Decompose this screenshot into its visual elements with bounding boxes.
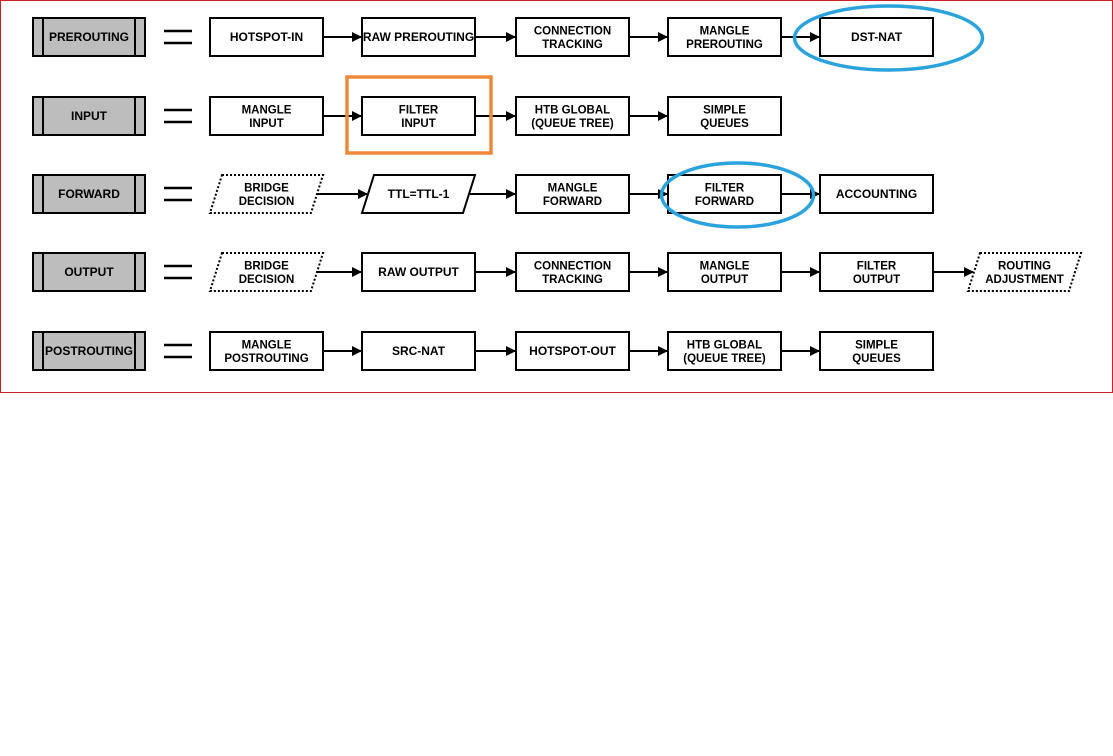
step-box [515, 174, 630, 214]
step-raw-prerouting: RAW PREROUTING [361, 17, 476, 57]
step-box [819, 252, 934, 292]
chain-block-input: INPUT [32, 96, 146, 136]
step-htb-global-queue-tree: HTB GLOBAL(QUEUE TREE) [515, 96, 630, 136]
step-parallelogram [360, 174, 477, 214]
step-label: HOTSPOT-IN [230, 30, 303, 44]
step-raw-output: RAW OUTPUT [361, 252, 476, 292]
step-label: HTB GLOBAL(QUEUE TREE) [683, 339, 766, 365]
step-htb-global-queue-tree: HTB GLOBAL(QUEUE TREE) [667, 331, 782, 371]
chain-block-bg [32, 17, 146, 57]
step-box [515, 17, 630, 57]
decision-parallelogram [966, 252, 1083, 292]
chain-block-postrouting: POSTROUTING [32, 331, 146, 371]
step-box [515, 331, 630, 371]
step-box [361, 252, 476, 292]
step-label: HOTSPOT-OUT [529, 344, 616, 358]
step-box [515, 252, 630, 292]
step-label: HTB GLOBAL(QUEUE TREE) [531, 104, 614, 130]
step-accounting: ACCOUNTING [819, 174, 934, 214]
step-label: ACCOUNTING [836, 187, 917, 201]
decision-parallelogram [208, 252, 325, 292]
step-box [667, 17, 782, 57]
chain-block-bg [32, 174, 146, 214]
chain-block-prerouting: PREROUTING [32, 17, 146, 57]
step-label: RAW OUTPUT [378, 265, 459, 279]
chain-block-output: OUTPUT [32, 252, 146, 292]
chain-block-bg [32, 252, 146, 292]
chain-block-bg [32, 96, 146, 136]
chain-name: OUTPUT [64, 265, 114, 279]
step-box [209, 17, 324, 57]
chain-block-forward: FORWARD [32, 174, 146, 214]
chain-row-prerouting: PREROUTING HOTSPOT-IN RAW PREROUTING CONNEC… [32, 17, 934, 57]
step-hotspot-in: HOTSPOT-IN [209, 17, 324, 57]
chain-block-bg [32, 331, 146, 371]
highlight-ellipse [792, 4, 985, 72]
step-box [819, 331, 934, 371]
step-dst-nat: DST-NAT [819, 17, 934, 57]
step-box [209, 331, 324, 371]
chain-name: INPUT [71, 109, 108, 123]
step-box [361, 96, 476, 136]
chain-name: PREROUTING [49, 30, 129, 44]
step-hotspot-out: HOTSPOT-OUT [515, 331, 630, 371]
step-box [819, 17, 934, 57]
step-box [515, 96, 630, 136]
step-label: DST-NAT [851, 30, 903, 44]
step-src-nat: SRC-NAT [361, 331, 476, 371]
step-box [361, 17, 476, 57]
step-box [667, 96, 782, 136]
step-box [361, 331, 476, 371]
highlight-ellipse [659, 161, 816, 229]
step-label: RAW PREROUTING [363, 30, 474, 44]
chain-name: POSTROUTING [45, 344, 133, 358]
highlight-box [345, 75, 493, 155]
step-label: TTL=TTL-1 [388, 187, 450, 201]
step-box [819, 174, 934, 214]
decision-parallelogram [208, 174, 325, 214]
step-label: SRC-NAT [392, 344, 446, 358]
chain-name: FORWARD [58, 187, 120, 201]
step-ttl-ttl-1: TTL=TTL-1 [360, 174, 477, 214]
step-box [667, 174, 782, 214]
